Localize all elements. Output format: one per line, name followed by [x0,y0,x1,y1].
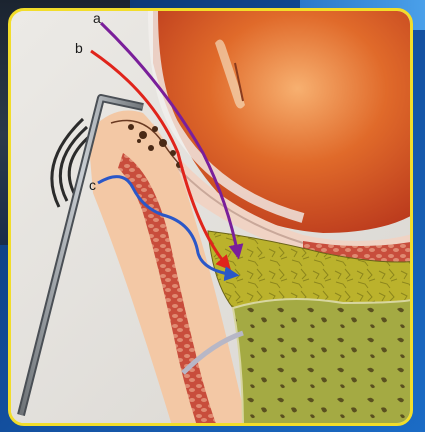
label-b: b [75,40,83,56]
label-a: a [93,11,101,26]
anatomy-illustration-frame: a b c [8,8,413,426]
pubic-bone [233,299,413,426]
anatomy-illustration: a b c [11,11,413,426]
label-c: c [89,177,96,193]
